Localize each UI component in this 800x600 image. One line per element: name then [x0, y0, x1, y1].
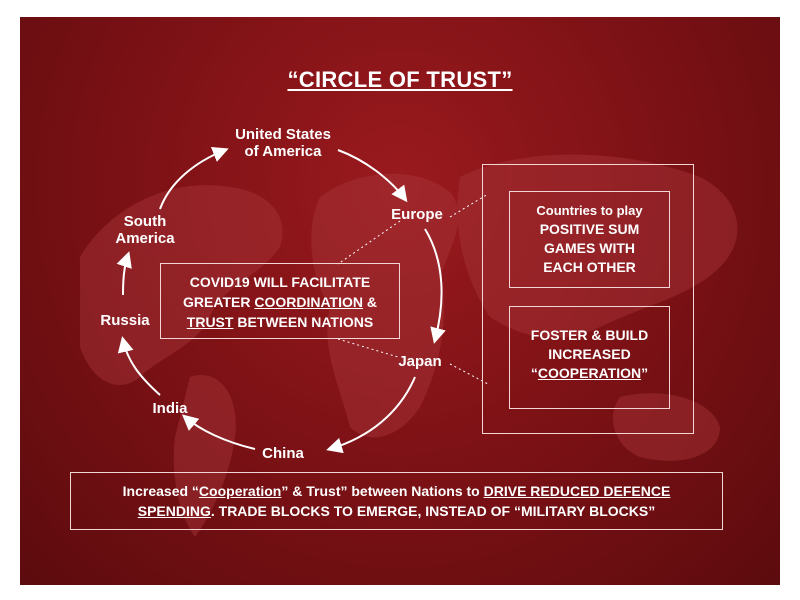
node-usa-line1: United States	[235, 126, 331, 143]
arrow-usa-to-europe	[337, 149, 408, 203]
dotted-connector-center-to-japan	[337, 338, 399, 358]
right-box-bottom-line2: INCREASED	[548, 346, 631, 362]
right-outer-box	[482, 164, 694, 434]
footer-spending: SPENDING	[137, 503, 211, 519]
node-europe: Europe	[391, 206, 443, 223]
center-box: COVID19 WILL FACILITATE GREATER COORDINA…	[160, 263, 400, 339]
dotted-connector-japan-to-right	[449, 363, 489, 385]
arrow-europe-to-japan	[424, 228, 446, 344]
right-box-bottom-line1: FOSTER & BUILD	[530, 327, 649, 343]
right-box-top-line3: GAMES WITH	[544, 240, 635, 256]
right-box-top-line2: POSITIVE SUM	[539, 221, 640, 237]
center-box-line2: GREATER COORDINATION &	[183, 294, 377, 310]
connector-layer	[116, 147, 489, 454]
node-usa: United States of America	[213, 126, 353, 160]
footer-drive-reduced-defence: DRIVE REDUCED DEFENCE	[483, 483, 671, 499]
map-landmass-europe-africa	[311, 173, 459, 438]
map-landmass-north-america	[80, 185, 283, 386]
node-china: China	[262, 445, 304, 462]
footer-cooperation: Cooperation	[198, 483, 282, 499]
right-box-bottom-line3: “COOPERATION”	[530, 365, 649, 381]
right-box-cooperation: COOPERATION	[537, 365, 642, 381]
arrow-india-to-russia	[117, 336, 161, 396]
slide-title: “CIRCLE OF TRUST”	[287, 67, 513, 92]
center-box-trust: TRUST	[186, 314, 234, 330]
map-landmass-asia	[457, 154, 738, 338]
footer-line1: Increased “Cooperation” & Trust” between…	[122, 483, 671, 499]
node-russia: Russia	[100, 312, 150, 329]
slide: “CIRCLE OF TRUST” United States of Ameri…	[20, 17, 780, 585]
dotted-connector-europe-to-center	[337, 220, 401, 265]
node-south-america: South America	[100, 213, 190, 247]
center-box-coordination: COORDINATION	[254, 294, 363, 310]
center-box-line3: TRUST BETWEEN NATIONS	[186, 314, 374, 330]
right-box-bottom: FOSTER & BUILD INCREASED “COOPERATION”	[509, 306, 670, 409]
arrow-russia-to-south-america	[116, 251, 132, 296]
node-usa-line2: of America	[244, 143, 322, 160]
arrow-japan-to-china	[326, 376, 416, 454]
world-map-background	[80, 154, 738, 537]
footer-box: Increased “Cooperation” & Trust” between…	[70, 472, 723, 530]
right-box-top: Countries to play POSITIVE SUM GAMES WIT…	[509, 191, 670, 288]
node-south-america-line1: South	[123, 213, 167, 230]
arrow-china-to-india	[181, 414, 256, 450]
right-box-top-line1: Countries to play	[536, 203, 643, 218]
node-south-america-line2: America	[115, 230, 175, 247]
right-box-top-line4: EACH OTHER	[543, 259, 636, 275]
footer-line2: SPENDING. TRADE BLOCKS TO EMERGE, INSTEA…	[137, 503, 656, 519]
center-box-line1: COVID19 WILL FACILITATE	[189, 274, 371, 290]
node-india: India	[152, 400, 188, 417]
node-japan: Japan	[398, 353, 442, 370]
arrow-south-america-to-usa	[159, 147, 229, 210]
